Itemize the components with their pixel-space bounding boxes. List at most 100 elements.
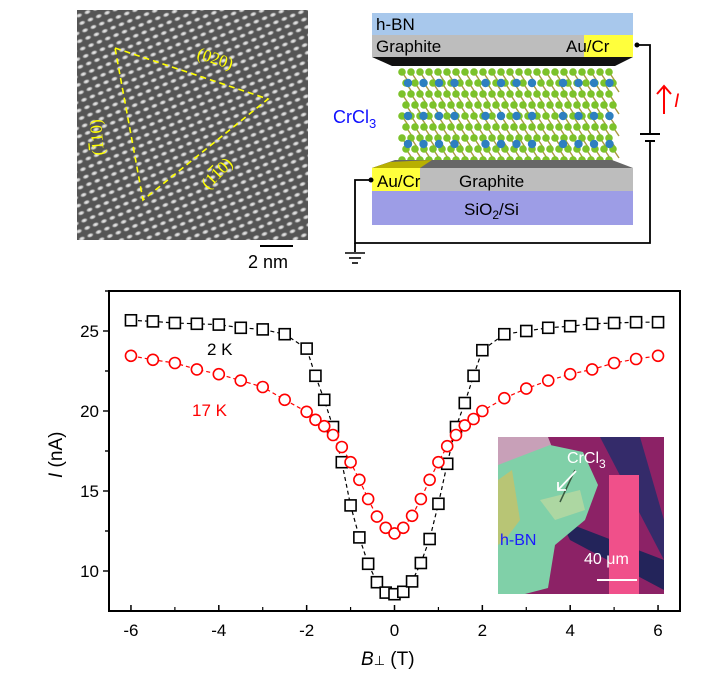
data-point-circle bbox=[278, 393, 291, 407]
cl-atom bbox=[519, 79, 527, 87]
data-point-square bbox=[414, 556, 428, 570]
cl-atom bbox=[456, 145, 464, 153]
cl-atom bbox=[605, 90, 613, 98]
cl-atom bbox=[506, 112, 514, 120]
x-tick-label: -2 bbox=[299, 621, 314, 640]
data-point-circle bbox=[405, 509, 419, 523]
cl-atom bbox=[465, 101, 473, 109]
cl-atom bbox=[510, 123, 518, 131]
x-tick-label: -6 bbox=[123, 621, 138, 640]
y-tick-label: 15 bbox=[80, 482, 99, 501]
data-point-square bbox=[317, 393, 331, 407]
cl-atom bbox=[411, 101, 419, 109]
cl-atom bbox=[407, 134, 415, 142]
data-point-circle bbox=[585, 363, 599, 376]
data-series bbox=[124, 313, 665, 601]
data-point-circle bbox=[146, 353, 160, 367]
ground-icon bbox=[345, 252, 365, 264]
data-point-circle bbox=[563, 367, 577, 381]
cr-atom bbox=[512, 78, 521, 88]
cl-atom bbox=[416, 134, 424, 142]
cr-atom bbox=[512, 111, 521, 121]
cl-atom bbox=[591, 123, 599, 131]
battery-icon bbox=[640, 133, 660, 142]
data-point-circle bbox=[519, 382, 533, 395]
cl-atom bbox=[546, 123, 554, 131]
data-point-square bbox=[190, 317, 204, 331]
data-point-square bbox=[234, 321, 248, 335]
cl-atom bbox=[416, 90, 424, 98]
cl-atom bbox=[596, 68, 604, 76]
current-label: I bbox=[674, 91, 680, 112]
cl-atom bbox=[551, 68, 559, 76]
crcl3-crystal bbox=[398, 68, 620, 170]
cl-atom bbox=[546, 79, 554, 87]
cl-atom bbox=[542, 90, 550, 98]
cl-atom bbox=[452, 68, 460, 76]
data-point-circle bbox=[300, 405, 313, 419]
data-point-circle bbox=[458, 419, 472, 432]
data-point-square bbox=[423, 532, 436, 546]
x-tick-label: 6 bbox=[653, 621, 662, 640]
svg-text:(110): (110) bbox=[86, 119, 108, 157]
cl-atom bbox=[398, 68, 406, 76]
cl-atom bbox=[533, 68, 541, 76]
inset-hbn-label: h-BN bbox=[500, 532, 536, 549]
data-point-circle bbox=[309, 413, 322, 427]
data-point-circle bbox=[449, 428, 463, 442]
cr-atom bbox=[605, 78, 614, 88]
cr-atom bbox=[481, 139, 490, 149]
cl-atom bbox=[578, 134, 586, 142]
data-point-square bbox=[432, 497, 445, 511]
data-point-square bbox=[467, 369, 480, 383]
cl-atom bbox=[420, 101, 428, 109]
tem-scale-label: 2 nm bbox=[248, 252, 288, 272]
data-point-square bbox=[498, 327, 511, 341]
data-point-circle bbox=[317, 419, 331, 433]
cl-atom bbox=[582, 145, 590, 153]
x-tick-label: 0 bbox=[390, 621, 399, 640]
data-point-circle bbox=[379, 521, 393, 535]
cl-atom bbox=[465, 145, 473, 153]
cl-atom bbox=[465, 79, 473, 87]
data-point-circle bbox=[629, 352, 643, 366]
cl-atom bbox=[479, 90, 487, 98]
cl-atom bbox=[591, 101, 599, 109]
inset-crystal-label: CrCl3 bbox=[567, 450, 606, 471]
cl-atom bbox=[461, 112, 469, 120]
cl-atom bbox=[546, 145, 554, 153]
cl-atom bbox=[515, 90, 523, 98]
cl-atom bbox=[488, 112, 496, 120]
cl-atom bbox=[519, 101, 527, 109]
cl-atom bbox=[551, 112, 559, 120]
cl-atom bbox=[398, 90, 406, 98]
data-point-circle bbox=[541, 374, 555, 387]
data-point-circle bbox=[212, 367, 226, 381]
cl-atom bbox=[434, 68, 442, 76]
cr-atom bbox=[481, 111, 490, 121]
cr-atom bbox=[574, 78, 583, 88]
cl-atom bbox=[537, 79, 545, 87]
cl-atom bbox=[416, 68, 424, 76]
hbn-layer bbox=[372, 13, 633, 35]
substrate-label: SiO2/Si bbox=[464, 200, 519, 222]
cl-atom bbox=[506, 68, 514, 76]
graphite-top-label: Graphite bbox=[376, 37, 441, 56]
cl-atom bbox=[600, 145, 608, 153]
data-point-circle bbox=[423, 473, 436, 487]
contact-bottom bbox=[372, 168, 420, 191]
cr-atom bbox=[450, 139, 459, 149]
data-point-circle bbox=[190, 363, 204, 376]
cl-atom bbox=[537, 145, 545, 153]
cl-atom bbox=[542, 112, 550, 120]
cl-atom bbox=[578, 90, 586, 98]
tem-image-panel: (020) (110) (110) 2 nm bbox=[77, 10, 308, 272]
cl-atom bbox=[573, 101, 581, 109]
cl-atom bbox=[474, 101, 482, 109]
cr-atom bbox=[419, 139, 428, 149]
data-point-circle bbox=[326, 428, 340, 442]
cl-atom bbox=[465, 123, 473, 131]
tem-lattice-image bbox=[77, 10, 308, 240]
